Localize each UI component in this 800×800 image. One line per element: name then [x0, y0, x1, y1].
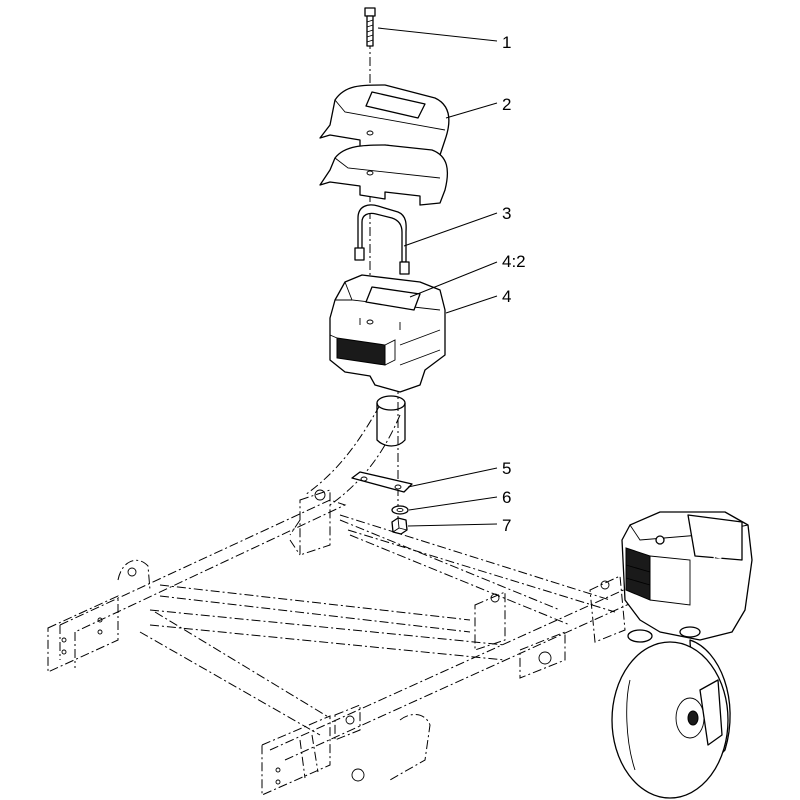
u-bolt	[354, 204, 410, 275]
nut	[391, 517, 408, 535]
callout-7: 7	[502, 516, 511, 535]
backing-plate	[351, 471, 413, 493]
seat-support-arm	[304, 395, 571, 626]
callout-labels: 1 2 3 4:2 4 5 6 7	[502, 33, 526, 535]
washer	[391, 505, 409, 515]
callout-6: 6	[502, 488, 511, 507]
counterweight-block: TORO	[329, 274, 446, 393]
callout-1: 1	[502, 33, 511, 52]
tractor-frame	[47, 489, 661, 796]
caster-wheel	[611, 639, 731, 799]
callout-5: 5	[502, 459, 511, 478]
installed-counterweight: TORO	[621, 511, 753, 643]
callout-4: 4	[502, 287, 511, 306]
callout-4-2: 4:2	[502, 252, 526, 271]
leader-lines	[377, 27, 498, 527]
brand-mark-middle: TORO	[375, 290, 409, 307]
callout-2: 2	[502, 95, 511, 114]
callout-3: 3	[502, 204, 511, 223]
bolt	[364, 7, 376, 47]
weight-bracket: TORO	[319, 84, 450, 206]
